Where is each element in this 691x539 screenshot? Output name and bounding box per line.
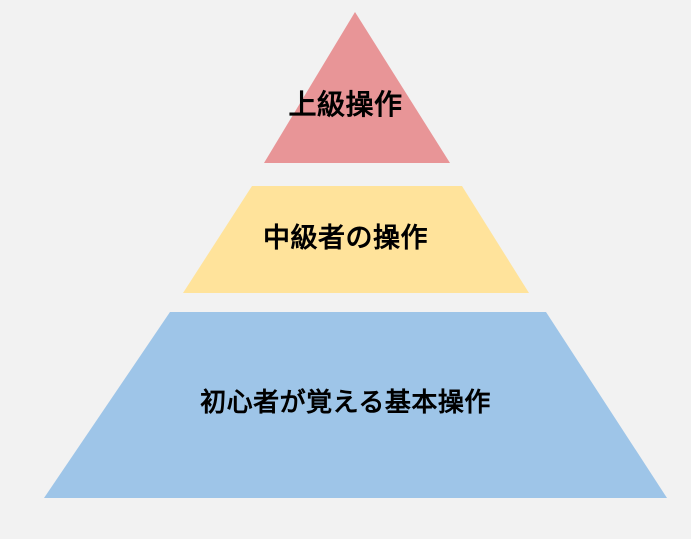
pyramid-tier-top-shape[interactable] [264,12,450,163]
pyramid-tier-middle-shape[interactable] [183,186,529,293]
pyramid-tier-base-shape[interactable] [44,312,667,498]
